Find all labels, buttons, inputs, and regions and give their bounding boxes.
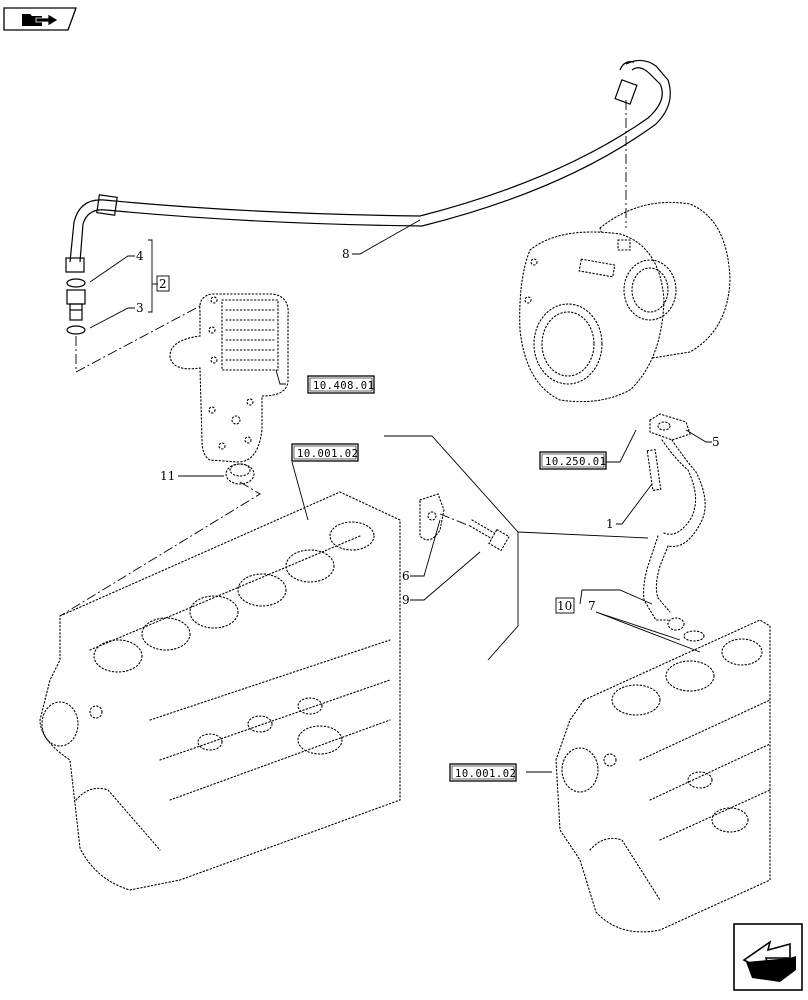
callout-4: 4	[136, 249, 144, 263]
union-fitting	[66, 278, 86, 335]
leader-lines	[89, 219, 712, 773]
callout-7: 7	[588, 599, 596, 613]
ref-block-left-link[interactable]: 10.001.02	[291, 443, 359, 462]
callout-5: 5	[712, 435, 720, 449]
ref-block-left-label: 10.001.02	[297, 448, 358, 460]
callout-2: 2	[159, 277, 167, 291]
arrow-left-down-icon[interactable]	[733, 923, 803, 991]
oil-pipe	[65, 59, 671, 273]
ref-block-right-label: 10.001.02	[455, 768, 516, 780]
ref-turbo-label: 10.250.01	[545, 456, 606, 468]
bolt	[469, 519, 510, 552]
ref-oil-cooler-link[interactable]: 10.408.01	[307, 375, 375, 394]
engine-block-right	[555, 619, 771, 933]
callout-2-box	[156, 275, 170, 292]
plug	[225, 463, 255, 485]
oil-cooler	[169, 293, 289, 463]
ref-oil-cooler-label: 10.408.01	[313, 380, 374, 392]
callout-9: 9	[402, 593, 410, 607]
callout-6: 6	[402, 569, 410, 583]
alignment-lines	[59, 100, 627, 617]
folder-arrow-icon[interactable]	[3, 7, 77, 31]
turbocharger	[519, 201, 731, 403]
engine-block-left	[39, 491, 401, 891]
callout-10-box	[555, 597, 575, 614]
ref-block-right-link[interactable]: 10.001.02	[449, 763, 517, 782]
callout-1: 1	[606, 517, 614, 531]
callout-11: 11	[160, 469, 175, 483]
callout-10: 10	[557, 599, 572, 613]
ref-turbo-link[interactable]: 10.250.01	[539, 451, 607, 470]
callout-8: 8	[342, 247, 350, 261]
drain-pipe	[643, 413, 706, 642]
callout-3: 3	[136, 301, 144, 315]
clamp	[419, 493, 445, 541]
